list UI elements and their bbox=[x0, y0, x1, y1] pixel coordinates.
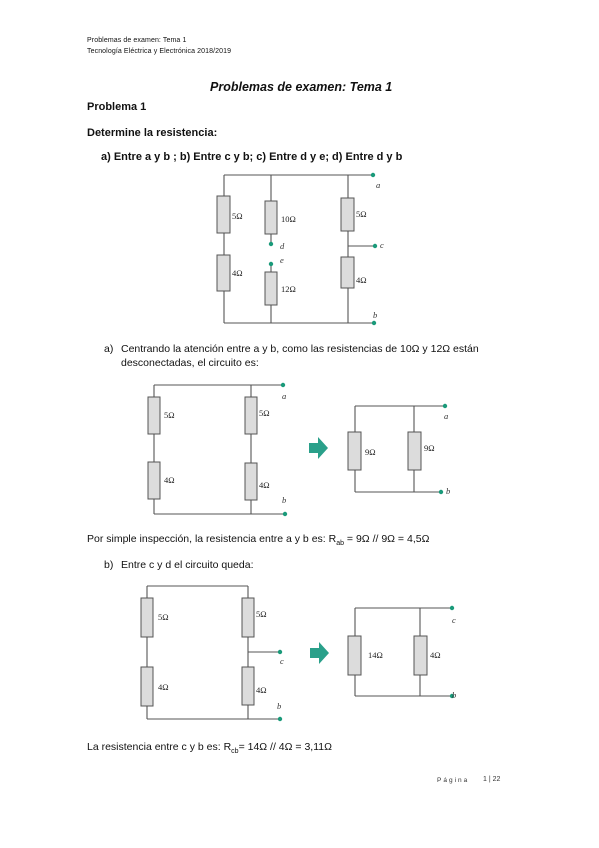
result-b-value: = 14Ω // 4Ω = 3,11Ω bbox=[238, 741, 332, 753]
label-a-r4: 4Ω bbox=[259, 480, 270, 490]
resistor-4ohm-right bbox=[340, 256, 355, 289]
node-b-dot bbox=[438, 489, 444, 495]
resistor-10ohm bbox=[264, 200, 278, 235]
node-c-dot bbox=[277, 649, 283, 655]
node-e-label: e bbox=[280, 255, 284, 265]
node-b-dot bbox=[277, 716, 283, 722]
problem-heading: Problema 1 bbox=[87, 101, 147, 113]
footer-page-word: Página bbox=[437, 777, 470, 784]
label-b-eq1: 14Ω bbox=[368, 650, 383, 660]
node-a-eq-label: a bbox=[444, 411, 448, 421]
node-d-dot bbox=[268, 241, 274, 247]
label-a-r2: 4Ω bbox=[164, 475, 175, 485]
resistor-b-14ohm bbox=[347, 635, 362, 676]
section-b-result: La resistencia entre c y b es: Rcb= 14Ω … bbox=[87, 741, 332, 755]
resistor-5ohm-left bbox=[216, 195, 231, 234]
node-a-dot bbox=[442, 403, 448, 409]
resistor-b-5ohm-left bbox=[140, 597, 154, 638]
resistor-a-9ohm-right bbox=[407, 431, 422, 471]
node-b-dot bbox=[449, 693, 455, 699]
node-b-eq-label: b bbox=[452, 690, 456, 700]
resistor-b-5ohm-right bbox=[241, 597, 255, 638]
node-a-label: a bbox=[282, 391, 286, 401]
section-b-marker: b) bbox=[104, 559, 114, 571]
section-a-marker: a) bbox=[104, 343, 114, 355]
resistor-a-4ohm-left bbox=[147, 461, 161, 500]
resistor-a-9ohm-left bbox=[347, 431, 362, 471]
section-a-line1: Centrando la atención entre a y b, como … bbox=[121, 343, 479, 355]
node-b-dot bbox=[282, 511, 288, 517]
result-b-subscript: cb bbox=[231, 748, 239, 756]
arrow-right-icon bbox=[309, 437, 328, 459]
label-b-eq2: 4Ω bbox=[430, 650, 441, 660]
node-b-label: b bbox=[282, 495, 286, 505]
label-a-r3: 5Ω bbox=[259, 408, 270, 418]
node-b-label: b bbox=[373, 310, 377, 320]
resistor-4ohm-left bbox=[216, 254, 231, 292]
node-b-dot bbox=[371, 320, 377, 326]
node-c-label: c bbox=[380, 240, 384, 250]
label-a-r1: 5Ω bbox=[164, 410, 175, 420]
node-a-dot bbox=[370, 172, 376, 178]
header-line1: Problemas de examen: Tema 1 bbox=[87, 37, 187, 44]
node-b-eq-label: b bbox=[446, 486, 450, 496]
node-c-dot bbox=[449, 605, 455, 611]
label-r1: 5Ω bbox=[232, 211, 243, 221]
footer-page-number: 1 | 22 bbox=[483, 776, 501, 783]
label-r3: 10Ω bbox=[281, 214, 296, 224]
label-b-r3: 5Ω bbox=[256, 609, 267, 619]
node-d-label: d bbox=[280, 241, 285, 251]
resistor-5ohm-right bbox=[340, 197, 355, 232]
resistor-12ohm bbox=[264, 271, 278, 306]
result-a-value: = 9Ω // 9Ω = 4,5Ω bbox=[344, 533, 430, 545]
instruction-text: Determine la resistencia: bbox=[87, 127, 218, 139]
label-r2: 4Ω bbox=[232, 268, 243, 278]
node-c-dot bbox=[372, 243, 378, 249]
label-a-eq1: 9Ω bbox=[365, 447, 376, 457]
arrow-right-icon bbox=[310, 642, 329, 664]
node-c-eq-label: c bbox=[452, 615, 456, 625]
node-c-label: c bbox=[280, 656, 284, 666]
label-r5: 5Ω bbox=[356, 209, 367, 219]
page-title: Problemas de examen: Tema 1 bbox=[210, 80, 393, 94]
label-b-r4: 4Ω bbox=[256, 685, 267, 695]
node-a-label: a bbox=[376, 180, 380, 190]
resistor-a-5ohm-right bbox=[244, 396, 258, 435]
section-b-line1: Entre c y d el circuito queda: bbox=[121, 559, 254, 571]
section-a-result: Por simple inspección, la resistencia en… bbox=[87, 533, 429, 547]
resistor-a-4ohm-right bbox=[244, 462, 258, 501]
label-r6: 4Ω bbox=[356, 275, 367, 285]
section-a-line2: desconectadas, el circuito es: bbox=[121, 357, 259, 369]
result-a-prefix: Por simple inspección, la resistencia en… bbox=[87, 533, 337, 545]
header-line2: Tecnología Eléctrica y Electrónica 2018/… bbox=[87, 48, 232, 55]
node-e-dot bbox=[268, 261, 274, 267]
node-a-dot bbox=[280, 382, 286, 388]
resistor-b-4ohm-right bbox=[241, 666, 255, 706]
resistor-a-5ohm-left bbox=[147, 396, 161, 435]
result-a-subscript: ab bbox=[336, 540, 344, 548]
question-text: a) Entre a y b ; b) Entre c y b; c) Entr… bbox=[101, 151, 403, 163]
label-a-eq2: 9Ω bbox=[424, 443, 435, 453]
label-b-r2: 4Ω bbox=[158, 682, 169, 692]
node-b-label: b bbox=[277, 701, 281, 711]
resistor-b-4ohm-left bbox=[140, 666, 154, 707]
label-r4: 12Ω bbox=[281, 284, 296, 294]
label-b-r1: 5Ω bbox=[158, 612, 169, 622]
result-b-prefix: La resistencia entre c y b es: R bbox=[87, 741, 232, 753]
resistor-b-4ohm-eq bbox=[413, 635, 428, 676]
